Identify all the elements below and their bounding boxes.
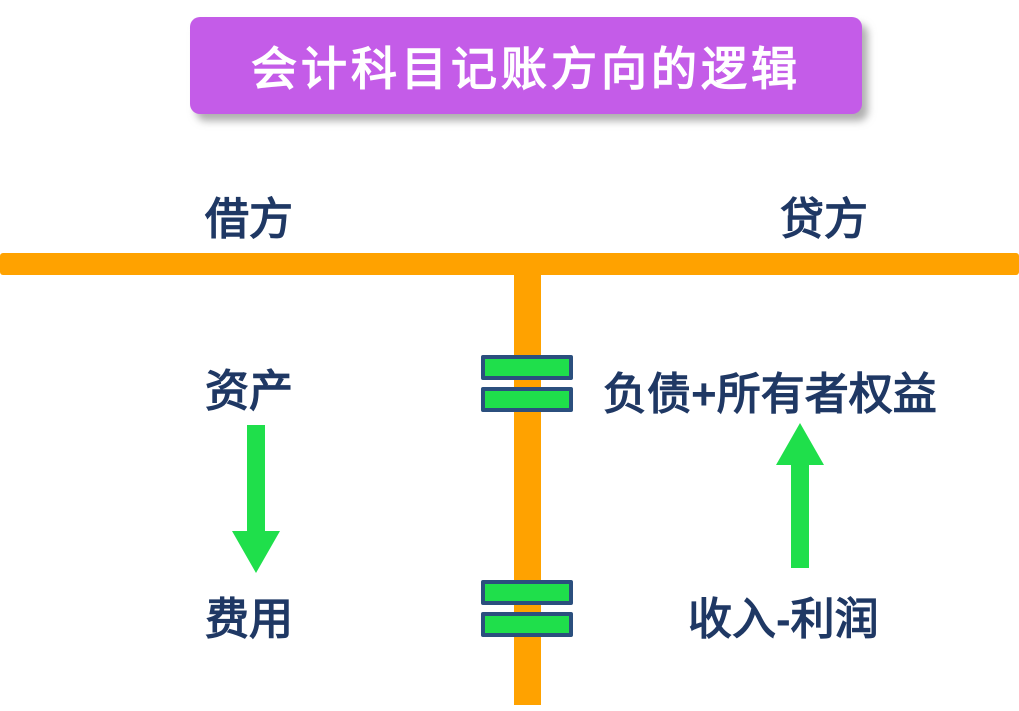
- equals-icon: [481, 355, 573, 412]
- asset-label: 资产: [205, 367, 293, 416]
- credit-side-header: 贷方: [780, 195, 868, 244]
- equals-bar: [481, 612, 573, 637]
- equals-bar: [481, 580, 573, 605]
- equals-bar: [481, 387, 573, 412]
- equals-bar: [481, 355, 573, 380]
- horizontal-axis-bar: [0, 253, 1019, 275]
- equals-icon: [481, 580, 573, 637]
- diagram-title: 会计科目记账方向的逻辑: [251, 42, 801, 95]
- title-banner: 会计科目记账方向的逻辑: [190, 17, 862, 114]
- down-arrow-icon: [232, 425, 280, 573]
- income-profit-label: 收入-利润: [688, 595, 879, 644]
- expense-label: 费用: [205, 595, 293, 644]
- up-arrow-icon: [776, 423, 824, 568]
- debit-side-header: 借方: [205, 195, 293, 244]
- vertical-axis-bar: [514, 275, 541, 705]
- liability-owner-equity-label: 负债+所有者权益: [603, 370, 937, 419]
